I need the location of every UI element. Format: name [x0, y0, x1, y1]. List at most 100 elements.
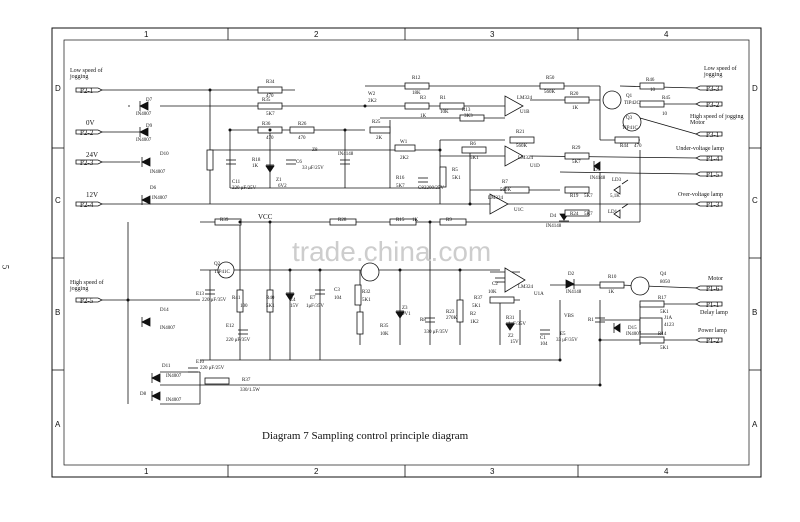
component-value: IN4148	[590, 176, 606, 181]
component-ref: R10	[608, 275, 617, 280]
component-value: 15V	[290, 304, 299, 309]
grid-row-c-left: C	[55, 196, 61, 205]
grid-row-b-right: B	[752, 308, 758, 317]
component-value: 1K	[412, 218, 419, 223]
connector-note: Over-voltage lamp	[678, 192, 724, 198]
component-value: 470	[634, 144, 642, 149]
component-value: 5K7	[396, 184, 405, 189]
component-value: 5K1	[452, 176, 461, 181]
component-ref: U1A	[534, 292, 544, 297]
component-value: 1K	[572, 106, 579, 111]
component-ref: E5	[560, 332, 566, 337]
component-value: 560K	[544, 90, 556, 95]
component-value: 470	[266, 136, 274, 141]
opamp-part: LM324	[488, 196, 503, 201]
component-value: 220 μF/35V	[202, 298, 227, 303]
component-ref: R12	[412, 76, 421, 81]
component-value: IN4007	[136, 112, 152, 117]
component-value: 560K	[516, 144, 528, 149]
connector-pin: P1-2	[706, 337, 720, 345]
connector-note: Low speed of jogging	[704, 66, 737, 78]
component-ref: R15	[396, 218, 405, 223]
connector-pin: P2-2	[80, 129, 94, 137]
component-ref: Q4	[660, 272, 667, 277]
connector-note: High speed of jogging Motor	[690, 114, 744, 126]
component-ref: LD3	[612, 178, 622, 183]
component-value: IN4007	[152, 196, 168, 201]
component-value: 5K7	[584, 212, 593, 217]
connector-note: 24V	[86, 151, 99, 159]
component-ref: R32	[362, 290, 371, 295]
component-ref: R29	[572, 146, 581, 151]
component-value: 1μF/35V	[508, 322, 526, 327]
component-value: 6V2	[278, 184, 287, 189]
component-ref: D8	[140, 392, 147, 397]
component-ref: R50	[546, 76, 555, 81]
component-value: 104	[540, 342, 548, 347]
connector-pin: P2-1	[80, 87, 94, 95]
component-value: 5,1K	[610, 194, 620, 199]
grid-col-1-top: 1	[144, 30, 149, 39]
component-ref: D9	[146, 124, 153, 129]
component-value: TIP42C	[624, 101, 640, 106]
component-ref: C2	[492, 282, 498, 287]
component-ref: LD1	[608, 210, 618, 215]
component-value: 220 μF/25V	[200, 366, 225, 371]
connector-note: Motor	[708, 276, 723, 282]
inner-frame	[63, 39, 750, 466]
component-value: 2K2	[400, 156, 409, 161]
component-ref: R31	[506, 316, 515, 321]
component-ref: C1	[540, 336, 546, 341]
component-ref: R5	[452, 168, 458, 173]
component-value: 10	[650, 88, 655, 93]
component-ref: R37	[474, 296, 483, 301]
component-value: 5K1	[266, 304, 275, 309]
component-ref: R16	[396, 176, 405, 181]
side-mark: 5	[0, 264, 11, 270]
component-value: 330 μF/35V	[424, 330, 449, 335]
component-value: TIP41C	[214, 270, 230, 275]
vcc-label: VCC	[258, 213, 273, 221]
opamp-part: LM324	[518, 156, 533, 161]
component-value: 1μF/35V	[306, 304, 324, 309]
component-ref: R37	[242, 378, 251, 383]
component-value: 5K7	[584, 194, 593, 199]
component-value: 33 μF/35V	[556, 338, 578, 343]
component-ref: E7	[310, 296, 316, 301]
component-value: 560K	[500, 188, 512, 193]
connector-pin: P1-5	[706, 171, 720, 179]
component-ref: Z8	[312, 148, 318, 153]
grid-col-3-top: 3	[490, 30, 495, 39]
component-value: 33 μF/25V	[302, 166, 324, 171]
component-value: 4123	[664, 323, 674, 328]
component-ref: Z1	[276, 178, 282, 183]
connector-note: 0V	[86, 119, 95, 127]
component-value: 100	[240, 304, 248, 309]
component-value: 5K1	[472, 304, 481, 309]
grid-col-4-top: 4	[664, 30, 669, 39]
component-ref: R35	[380, 324, 389, 329]
component-ref: D5	[594, 168, 601, 173]
component-ref: R25	[372, 120, 381, 125]
grid-row-d-right: D	[752, 84, 758, 93]
component-ref: D4	[550, 214, 557, 219]
component-ref: E13	[196, 292, 205, 297]
connector-note: High speed of jogging	[70, 280, 104, 292]
component-ref: R44	[620, 144, 629, 149]
component-ref: Z3	[402, 306, 408, 311]
component-value: IN4007	[150, 170, 166, 175]
component-ref: R24	[570, 212, 579, 217]
component-ref: R20	[570, 92, 579, 97]
component-value: 5K1	[660, 310, 669, 315]
opamp-part: LM324	[517, 96, 532, 101]
component-value: 2K2	[368, 99, 377, 104]
grid-row-a-left: A	[55, 420, 61, 429]
component-value: 220 μF/35V	[226, 338, 251, 343]
component-ref: E10	[196, 360, 205, 365]
component-ref: C8	[418, 186, 424, 191]
component-value: 8050	[660, 280, 670, 285]
component-value: IN4007	[166, 398, 182, 403]
grid-row-c-right: C	[752, 196, 758, 205]
component-value: 330/1.5W	[240, 388, 260, 393]
